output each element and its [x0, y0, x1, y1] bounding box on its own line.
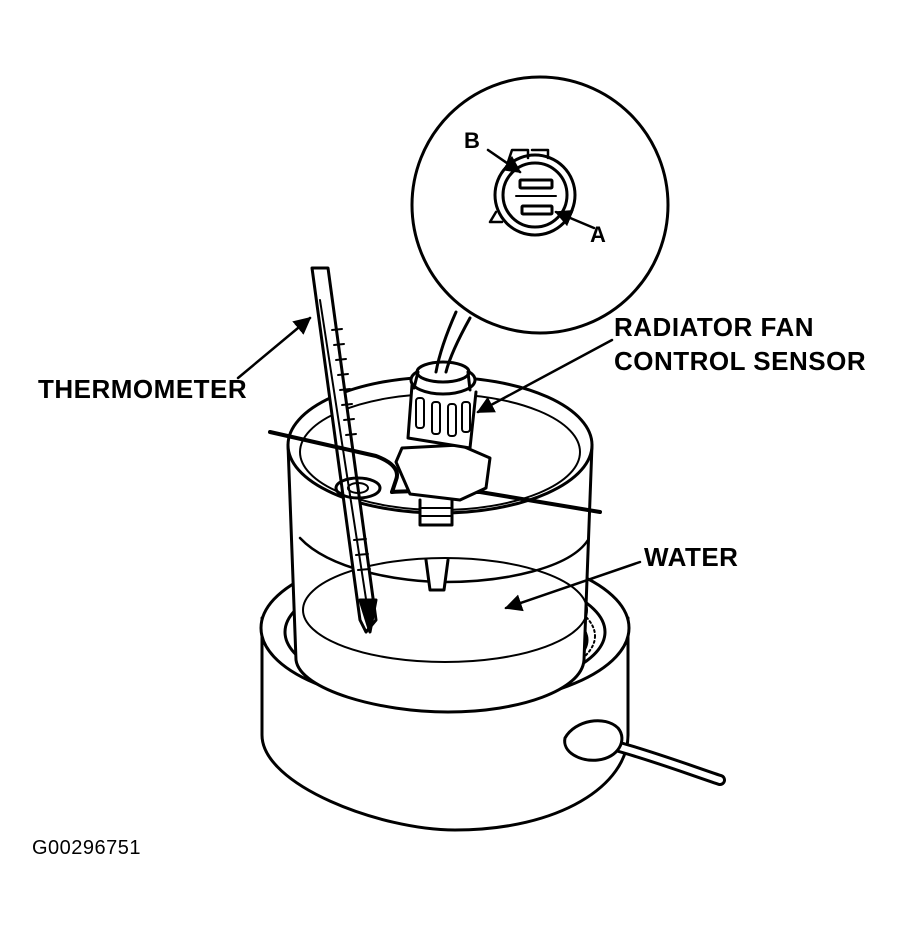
figure-code: G00296751 [32, 837, 142, 859]
arrow-a [554, 210, 596, 230]
terminal-a-label: A [590, 222, 606, 247]
terminal-b-label: B [464, 128, 480, 153]
water-label: WATER [644, 542, 739, 572]
sensor-label-line-2: CONTROL SENSOR [614, 346, 867, 376]
sensor-label-line-1: RADIATOR FAN [614, 312, 815, 342]
power-cord [563, 719, 726, 786]
arrow-b [486, 148, 522, 174]
arrow-thermometer [236, 316, 312, 380]
arrow-water [504, 560, 642, 612]
leader-arrows [236, 148, 642, 612]
arrow-sensor [476, 338, 614, 414]
thermometer-label: THERMOMETER [38, 374, 248, 404]
radiator-fan-control-sensor [394, 360, 492, 592]
